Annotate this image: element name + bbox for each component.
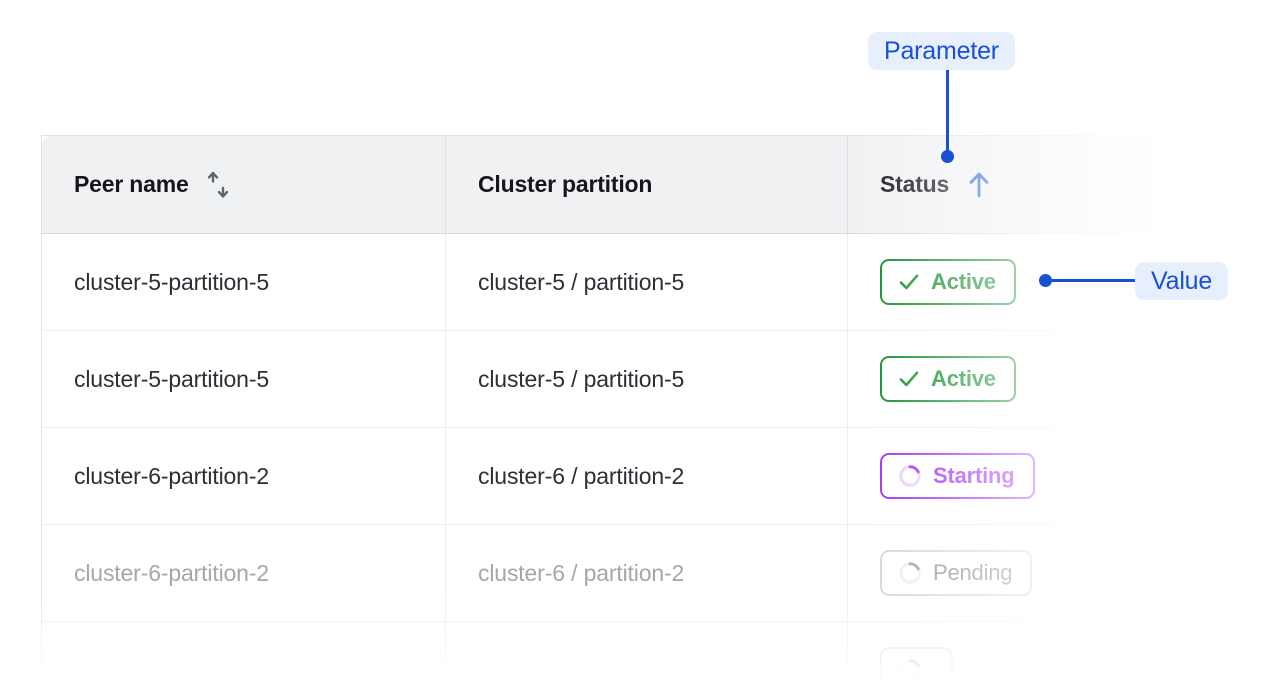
check-icon <box>897 270 921 294</box>
status-badge-label: Active <box>931 366 996 391</box>
column-header-peer-name[interactable]: Peer name <box>41 135 446 234</box>
spinner-icon <box>897 560 923 586</box>
table-row[interactable]: cluster-5-partition-5 cluster-5 / partit… <box>41 330 1231 428</box>
table-row[interactable]: cluster-5-partition-5 cluster-5 / partit… <box>41 233 1231 331</box>
parameter-annotation-label: Parameter <box>868 32 1015 70</box>
cell-peer-name: cluster-6-partition-2 <box>41 427 446 525</box>
column-header-status[interactable]: Status <box>847 135 1231 234</box>
cell-cluster-partition: cluster-6 / partition-2 <box>445 427 848 525</box>
value-annotation-dot <box>1039 274 1052 287</box>
status-badge-active: Active <box>880 356 1016 402</box>
status-badge-pending: Pending <box>880 550 1033 596</box>
table-row[interactable] <box>41 621 1231 688</box>
cell-status: Active <box>847 330 1231 428</box>
sort-both-icon[interactable] <box>206 170 232 200</box>
table-header: Peer name Cluster partition <box>41 135 1231 234</box>
column-header-peer-name-label: Peer name <box>74 171 189 197</box>
cell-peer-name: cluster-5-partition-5 <box>41 330 446 428</box>
cell-cluster-partition: cluster-6 / partition-2 <box>445 524 848 622</box>
status-badge-pending <box>880 647 953 688</box>
parameter-annotation-line <box>946 70 949 157</box>
parameter-annotation-dot <box>941 150 954 163</box>
cell-status: Starting <box>847 427 1231 525</box>
peers-table-container: Peer name Cluster partition <box>41 135 1231 688</box>
table-header-row: Peer name Cluster partition <box>41 135 1231 234</box>
table-row[interactable]: cluster-6-partition-2 cluster-6 / partit… <box>41 524 1231 622</box>
status-badge-label: Active <box>931 269 996 294</box>
peers-table: Peer name Cluster partition <box>41 135 1231 688</box>
cell-cluster-partition: cluster-5 / partition-5 <box>445 330 848 428</box>
sort-asc-icon[interactable] <box>966 170 992 200</box>
value-annotation-line <box>1048 279 1138 282</box>
cell-status: Pending <box>847 524 1231 622</box>
status-badge-active: Active <box>880 259 1016 305</box>
cell-status <box>847 621 1231 688</box>
column-header-status-label: Status <box>880 171 950 197</box>
cell-cluster-partition: cluster-5 / partition-5 <box>445 233 848 331</box>
cell-peer-name: cluster-5-partition-5 <box>41 233 446 331</box>
status-badge-starting: Starting <box>880 453 1035 499</box>
spinner-icon <box>897 657 923 683</box>
spinner-icon <box>897 463 923 489</box>
value-annotation-label: Value <box>1135 262 1229 300</box>
column-header-cluster-partition-label: Cluster partition <box>478 171 653 197</box>
table-body: cluster-5-partition-5 cluster-5 / partit… <box>41 233 1231 688</box>
cell-peer-name <box>41 621 446 688</box>
column-header-cluster-partition[interactable]: Cluster partition <box>445 135 848 234</box>
status-badge-label: Starting <box>933 463 1015 488</box>
table-row[interactable]: cluster-6-partition-2 cluster-6 / partit… <box>41 427 1231 525</box>
check-icon <box>897 367 921 391</box>
cell-cluster-partition <box>445 621 848 688</box>
cell-peer-name: cluster-6-partition-2 <box>41 524 446 622</box>
status-badge-label: Pending <box>933 560 1013 585</box>
